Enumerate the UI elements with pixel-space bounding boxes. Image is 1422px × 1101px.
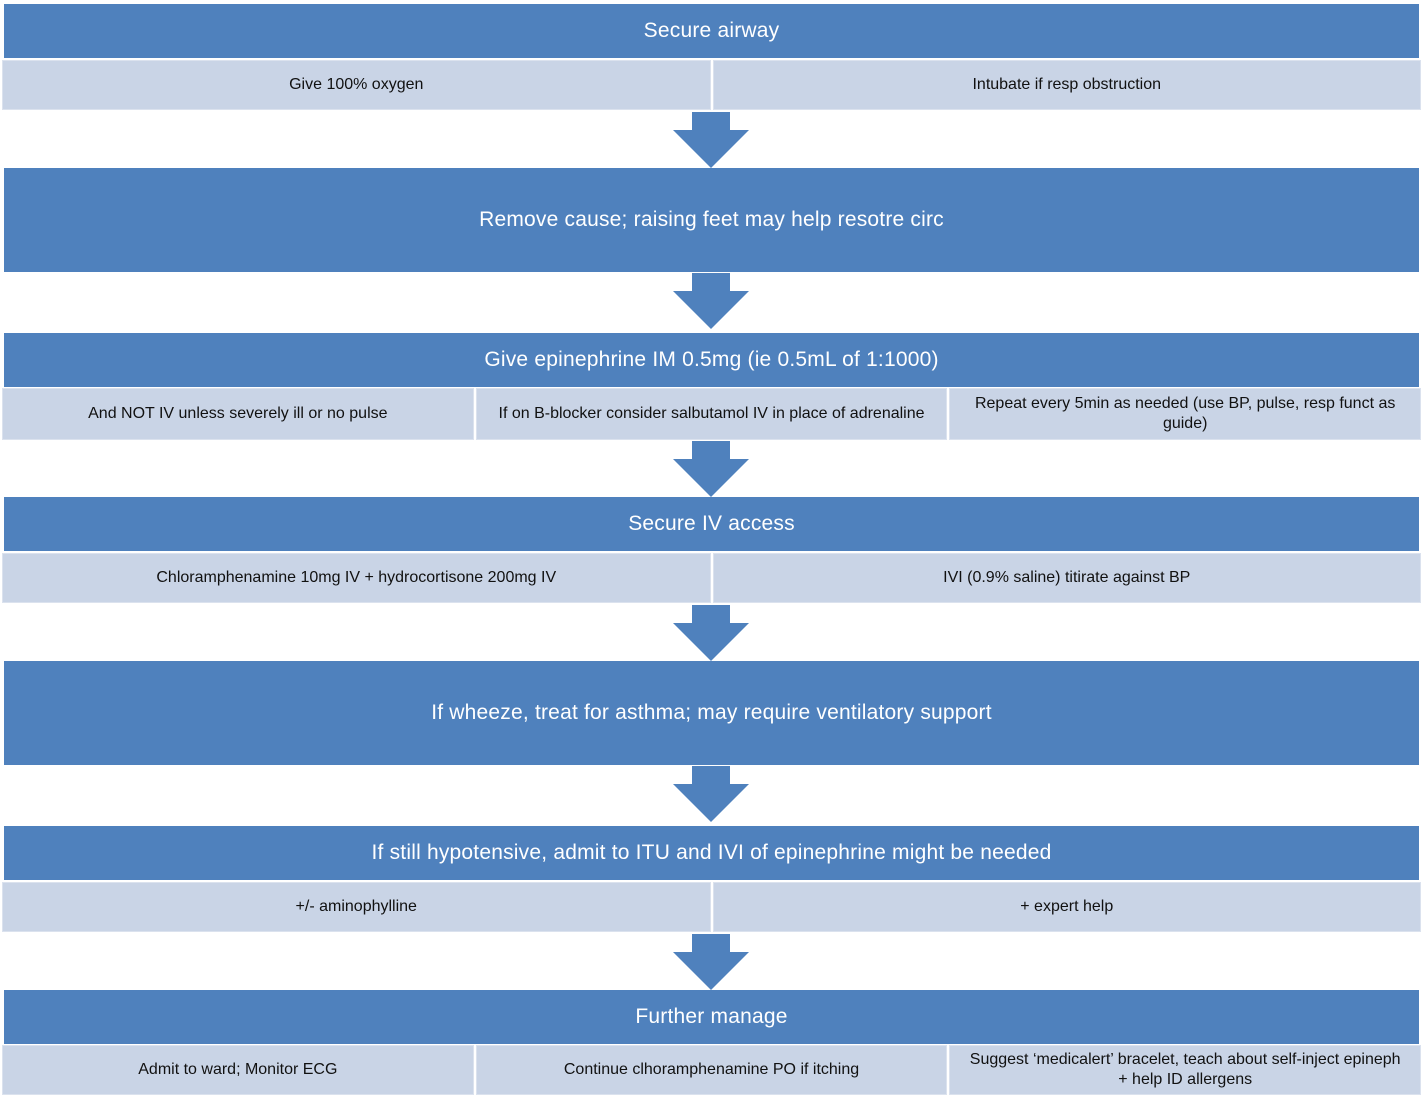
step-4-subitems: Chloramphenamine 10mg IV + hydrocortison… [2, 553, 1421, 603]
step-4-header: Secure IV access [4, 497, 1419, 551]
down-arrow-icon [673, 934, 749, 990]
step-3-header: Give epinephrine IM 0.5mg (ie 0.5mL of 1… [4, 333, 1419, 387]
step-6-item-2: + expert help [712, 882, 1421, 932]
step-6-header: If still hypotensive, admit to ITU and I… [4, 826, 1419, 880]
step-3-item-1: And NOT IV unless severely ill or no pul… [2, 388, 474, 440]
step-7-item-2: Continue clhoramphenamine PO if itching [475, 1045, 948, 1095]
step-1-item-1: Give 100% oxygen [2, 60, 711, 110]
step-7-header: Further manage [4, 990, 1419, 1044]
step-1-header: Secure airway [4, 4, 1419, 58]
step-1-subitems: Give 100% oxygen Intubate if resp obstru… [2, 60, 1421, 110]
down-arrow-icon [673, 273, 749, 329]
step-6-subitems: +/- aminophylline + expert help [2, 882, 1421, 932]
step-6-item-1: +/- aminophylline [2, 882, 711, 932]
step-7-subitems: Admit to ward; Monitor ECG Continue clho… [2, 1045, 1422, 1095]
down-arrow-icon [673, 766, 749, 822]
step-7-item-3: Suggest ‘medicalert’ bracelet, teach abo… [949, 1045, 1422, 1095]
step-4-item-1: Chloramphenamine 10mg IV + hydrocortison… [2, 553, 711, 603]
down-arrow-icon [673, 605, 749, 661]
step-3-item-2: If on B-blocker consider salbutamol IV i… [475, 388, 948, 440]
step-5-header: If wheeze, treat for asthma; may require… [4, 661, 1419, 765]
step-3-item-3: Repeat every 5min as needed (use BP, pul… [949, 388, 1422, 440]
step-3-subitems: And NOT IV unless severely ill or no pul… [2, 388, 1422, 440]
step-1-item-2: Intubate if resp obstruction [712, 60, 1421, 110]
down-arrow-icon [673, 441, 749, 497]
step-4-item-2: IVI (0.9% saline) titirate against BP [712, 553, 1421, 603]
step-2-header: Remove cause; raising feet may help reso… [4, 168, 1419, 272]
down-arrow-icon [673, 112, 749, 168]
step-7-item-1: Admit to ward; Monitor ECG [2, 1045, 474, 1095]
